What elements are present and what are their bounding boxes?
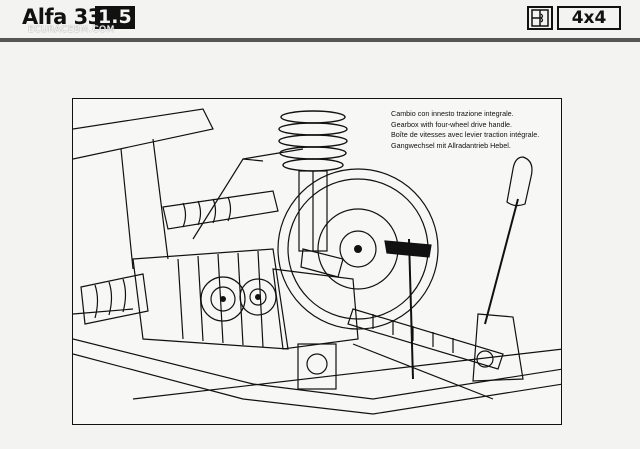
gearbox-cutaway-drawing — [73, 108, 561, 415]
page-header: Alfa 33 1.5 ECURACEBM.COM 4x4 — [0, 0, 640, 40]
caption-it: Cambio con innesto trazione integrale. — [391, 109, 514, 118]
header-rule — [0, 38, 640, 42]
title-badge: 1.5 — [95, 6, 135, 29]
caption-block: Cambio con innesto trazione integrale. G… — [391, 109, 539, 151]
illustration-frame: Cambio con innesto trazione integrale. G… — [72, 98, 562, 425]
page-title: Alfa 33 — [22, 5, 102, 29]
alfa-cross-icon — [527, 6, 553, 30]
model-label: 4x4 — [557, 6, 621, 30]
caption-en: Gearbox with four-wheel drive handle. — [391, 119, 513, 129]
caption-de: Gangwechsel mit Allradantrieb Hebel. — [391, 140, 511, 150]
watermark: ECURACEBM.COM — [28, 25, 115, 35]
caption-fr: Boîte de vitesses avec levier traction i… — [391, 130, 540, 139]
